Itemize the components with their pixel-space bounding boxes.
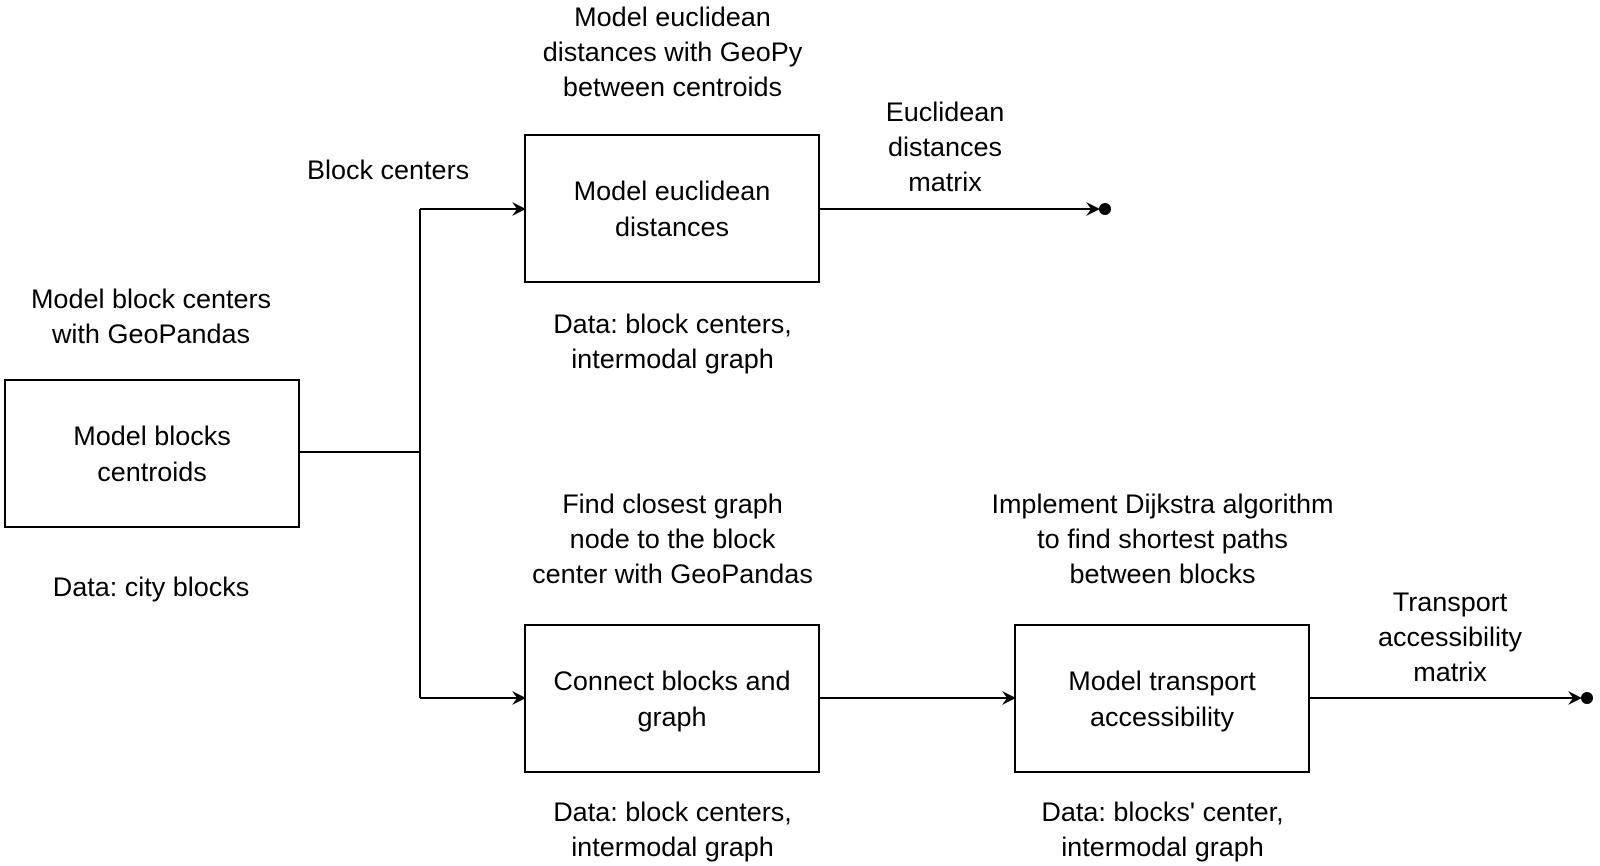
euclidean-output-terminal	[1099, 203, 1111, 215]
data-note-transport: Data: blocks' center, intermodal graph	[1041, 797, 1284, 862]
edge-label-transport-matrix: Transport accessibility matrix	[1377, 587, 1523, 687]
box-model-blocks-centroids: Model blocks centroids	[4, 379, 300, 528]
edge-label-euclidean-matrix: Euclidean distances matrix	[885, 97, 1005, 197]
box-model-euclidean-distances: Model euclidean distances	[524, 134, 820, 283]
method-note-connect: Find closest graph node to the block cen…	[532, 489, 813, 589]
box-label-connect-blocks-graph: Connect blocks and graph	[553, 665, 791, 732]
method-note-blocks-centroids: Model block centers with GeoPandas	[30, 284, 272, 349]
box-label-model-transport-accessibility: Model transport accessibility	[1068, 665, 1256, 732]
method-note-transport: Implement Dijkstra algorithm to find sho…	[991, 489, 1334, 589]
method-note-euclidean: Model euclidean distances with GeoPy bet…	[542, 2, 803, 102]
box-connect-blocks-graph: Connect blocks and graph	[524, 624, 820, 773]
data-note-blocks-centroids: Data: city blocks	[52, 572, 250, 602]
box-label-model-blocks-centroids: Model blocks centroids	[73, 420, 231, 487]
box-label-model-euclidean-distances: Model euclidean distances	[573, 175, 771, 242]
box-model-transport-accessibility: Model transport accessibility	[1014, 624, 1310, 773]
data-note-connect: Data: block centers, intermodal graph	[553, 797, 792, 862]
edge-label-block-centers: Block centers	[307, 155, 470, 185]
transport-output-terminal	[1581, 692, 1593, 704]
data-note-euclidean: Data: block centers, intermodal graph	[553, 309, 792, 374]
